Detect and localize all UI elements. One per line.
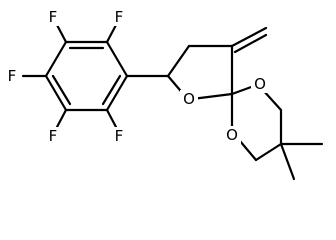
fluorine-label: F — [8, 67, 17, 85]
atom-bg-f1 — [44, 8, 62, 26]
bond-ring-c3-c4 — [105, 74, 129, 112]
oxygen-label: O — [254, 75, 266, 93]
fluorine-label: F — [115, 127, 124, 145]
fluorine-label: F — [49, 127, 58, 145]
fluorine-bonds — [21, 23, 118, 129]
bond-spiro-o1 — [190, 92, 234, 101]
bond-methylene-double — [233, 33, 268, 54]
fluorine-label: F — [49, 8, 58, 26]
pentafluorophenyl-ring — [44, 40, 129, 112]
bond-c5-f4 — [55, 108, 68, 129]
bond-c2-c3-thf — [166, 44, 191, 78]
fluorine-label: F — [115, 8, 124, 26]
bond-methyl-down — [279, 142, 296, 181]
methylene-group — [230, 26, 268, 54]
oxygen-label: O — [226, 126, 238, 144]
tetrahydrofuran-ring — [166, 44, 234, 101]
bond-ring-c5-c6 — [44, 74, 68, 112]
atom-labels: F F F F F O O O — [3, 8, 269, 145]
bond-cq-ch2-lower — [254, 142, 283, 162]
bond-ring-double-left — [51, 74, 72, 106]
bond-ch2-o3 — [238, 139, 258, 162]
chemical-structure: F F F F F O O O — [3, 8, 324, 181]
bond-c4-f5 — [105, 108, 118, 129]
oxygen-label: O — [183, 90, 195, 108]
bond-c1-f1 — [55, 23, 68, 44]
dioxane-ring — [230, 84, 283, 162]
bond-ring-c2-c3 — [105, 40, 129, 78]
atom-bg-o1 — [180, 90, 198, 108]
gem-dimethyl — [279, 142, 324, 181]
atom-bg-f5 — [110, 127, 128, 145]
bond-ring-double-right — [101, 74, 122, 106]
atom-bg-o3 — [223, 126, 241, 144]
atom-bg-f3 — [3, 67, 21, 85]
atom-bg-f4 — [44, 127, 62, 145]
bond-ring-c6-c1 — [44, 40, 68, 78]
atom-bg-f2 — [110, 8, 128, 26]
bond-methylene — [230, 26, 268, 48]
atom-bg-o2 — [251, 75, 269, 93]
bond-spiro-o2 — [230, 84, 256, 96]
bond-c2-f2 — [105, 23, 118, 44]
